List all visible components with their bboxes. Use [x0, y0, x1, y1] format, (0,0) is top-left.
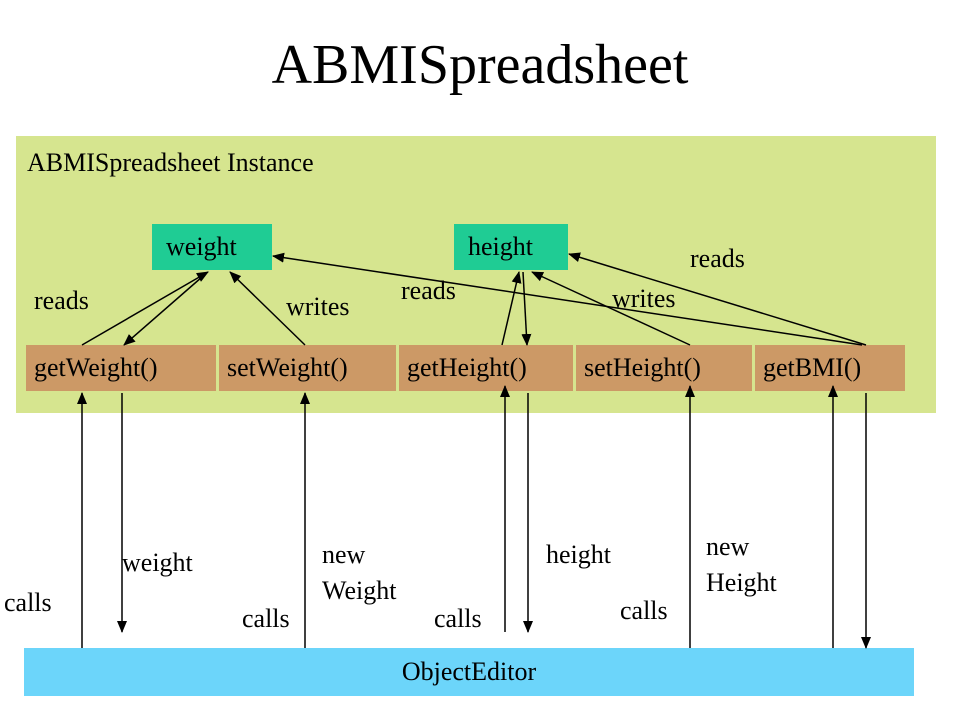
return-height-label: height [546, 540, 611, 569]
set-weight-method: setWeight() [219, 345, 396, 391]
getbmi-reads-height-arrow [568, 252, 867, 346]
get-bmi-method: getBMI() [755, 345, 905, 391]
getheight-reads-height-arrow [501, 271, 522, 346]
new-weight-label-line2: Weight [322, 576, 397, 605]
new-height-label-line1: new [706, 532, 750, 561]
getweight-reads-weight-arrow [81, 271, 209, 346]
instance-label: ABMISpreadsheet Instance [27, 148, 314, 177]
reads-height-label: reads [401, 276, 456, 305]
reads-bmi-label: reads [690, 244, 745, 273]
height-to-getheight-arrow [521, 271, 532, 346]
get-height-method: getHeight() [399, 345, 573, 391]
calls-get-weight-label: calls [4, 588, 52, 617]
setweight-writes-weight-arrow [229, 271, 306, 346]
return-weight-label: weight [122, 548, 193, 577]
page-title: ABMISpreadsheet [271, 34, 689, 96]
set-height-method: setHeight() [576, 345, 752, 391]
new-height-label-line2: Height [706, 568, 777, 597]
calls-get-height-label: calls [434, 604, 482, 633]
height-field-box: height [454, 224, 568, 270]
new-weight-label-line1: new [322, 540, 366, 569]
object-editor-box: ObjectEditor [24, 648, 914, 696]
weight-field-box: weight [152, 224, 272, 270]
reads-weight-label: reads [34, 286, 89, 315]
weight-to-getweight-arrow [123, 276, 203, 346]
get-weight-method: getWeight() [26, 345, 216, 391]
calls-set-weight-label: calls [242, 604, 290, 633]
getbmi-reads-weight-arrow [272, 252, 863, 346]
setheight-writes-height-arrow [531, 271, 691, 346]
calls-set-height-label: calls [620, 596, 668, 625]
writes-weight-label: writes [286, 292, 350, 321]
